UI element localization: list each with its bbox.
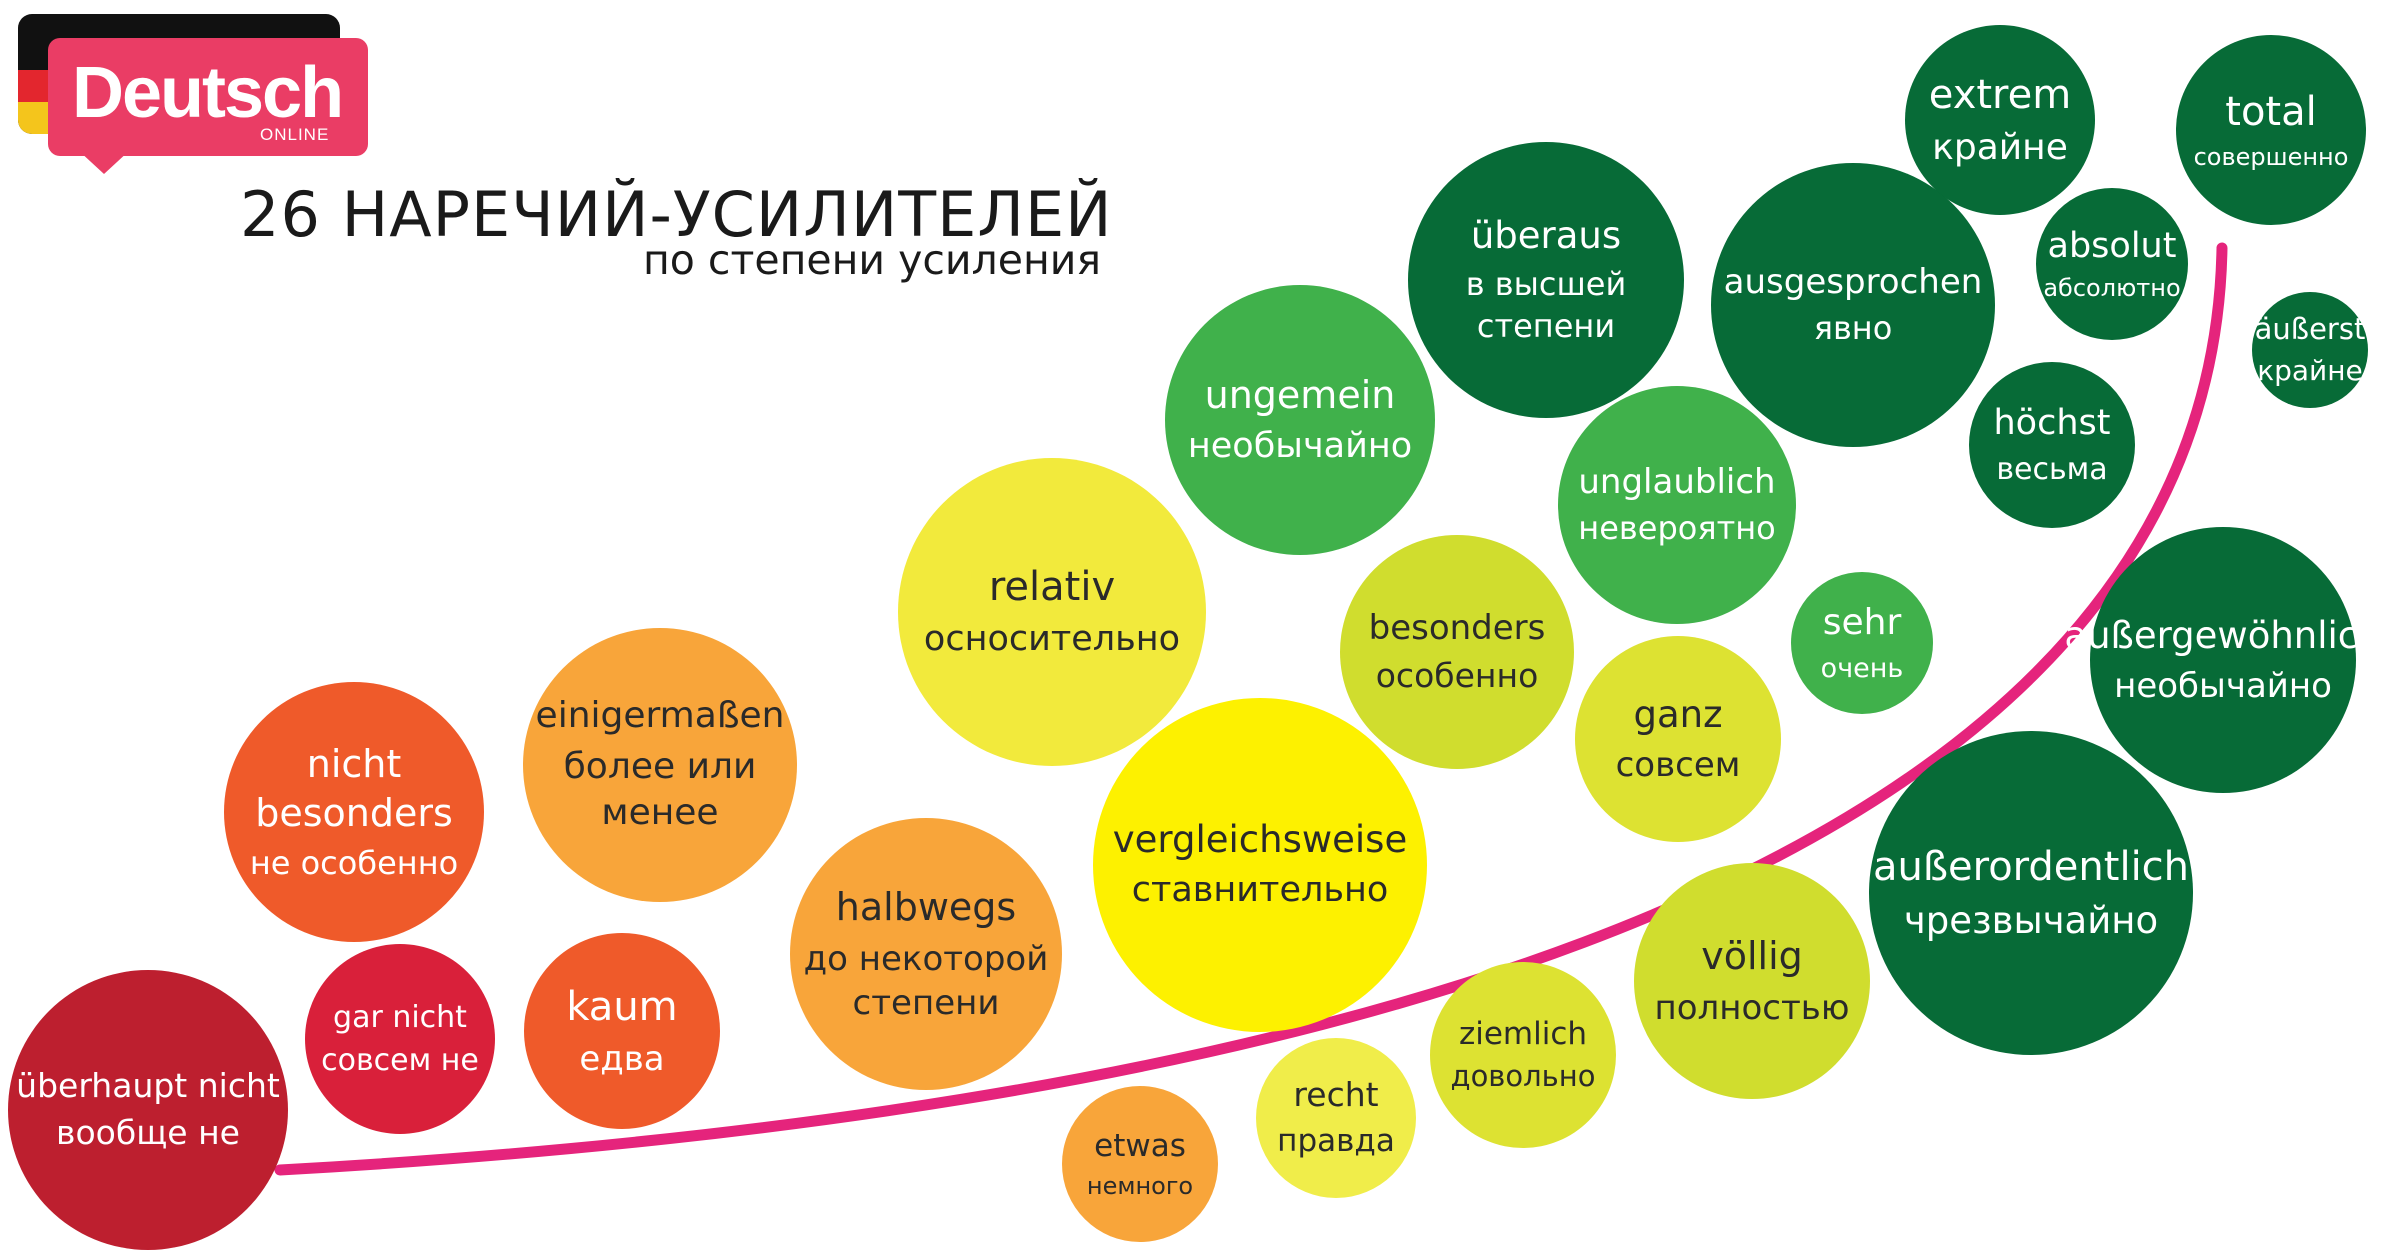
- german-word: ganz: [1633, 692, 1723, 736]
- logo-wordmark: Deutsch: [72, 53, 344, 133]
- german-word: völlig: [1701, 934, 1803, 979]
- adverb-bubble: äußerst крайне: [2252, 292, 2368, 408]
- german-word: höchst: [1993, 402, 2111, 443]
- adverb-bubble: ganz совсем: [1575, 636, 1781, 842]
- russian-translation: совсем не: [321, 1043, 479, 1078]
- adverb-bubble: außerordentlich чрезвычайно: [1869, 731, 2193, 1055]
- adverb-bubble: recht правда: [1256, 1038, 1416, 1198]
- russian-translation: едва: [579, 1038, 665, 1079]
- russian-translation: осносительно: [923, 619, 1181, 660]
- adverb-bubble: vergleichsweise ставнительно: [1093, 698, 1427, 1032]
- russian-translation: крайне: [1932, 126, 2068, 168]
- german-word: kaum: [566, 983, 678, 1030]
- german-word: ausgesprochen: [1723, 262, 1983, 303]
- russian-translation: немного: [1086, 1171, 1194, 1200]
- russian-translation: совершенно: [2193, 143, 2349, 172]
- adverb-bubble: höchst весьма: [1969, 362, 2135, 528]
- logo-tagline: ONLINE: [260, 125, 330, 144]
- page-subtitle: по степени усиления: [643, 236, 1102, 284]
- intensity-curve: [274, 242, 2228, 1176]
- german-word: recht: [1293, 1075, 1379, 1115]
- russian-translation: правда: [1277, 1123, 1395, 1160]
- russian-translation: совсем: [1615, 744, 1741, 785]
- russian-translation: ставнительно: [1131, 870, 1389, 911]
- german-word: sehr: [1822, 602, 1902, 644]
- russian-translation: очень: [1820, 652, 1904, 684]
- german-word: vergleichsweise: [1112, 818, 1408, 862]
- german-word: überaus: [1470, 214, 1622, 258]
- adverb-bubble: ungemein необычайно: [1165, 285, 1435, 555]
- german-word: ungemein: [1204, 372, 1396, 417]
- russian-translation: вообще не: [56, 1113, 240, 1152]
- russian-translation: явно: [1813, 309, 1893, 348]
- russian-translation: полностью: [1654, 987, 1850, 1028]
- adverb-bubble: besonders особенно: [1340, 535, 1574, 769]
- adverb-bubble: unglaublich невероятно: [1558, 386, 1796, 624]
- russian-translation: необычайно: [2114, 665, 2332, 706]
- adverb-bubble: sehr очень: [1791, 572, 1933, 714]
- german-word: ziemlich: [1458, 1016, 1588, 1052]
- german-word: außerordentlich: [1872, 843, 2190, 890]
- logo-speech-tail: [78, 150, 130, 174]
- page-title: 26 НАРЕЧИЙ-УСИЛИТЕЛЕЙ: [240, 178, 1113, 251]
- russian-translation: абсолютно: [2043, 274, 2181, 303]
- german-word: absolut: [2047, 225, 2177, 266]
- russian-translation: довольно: [1450, 1059, 1596, 1094]
- adverb-bubble: ziemlich довольно: [1430, 962, 1616, 1148]
- german-word: etwas: [1094, 1128, 1186, 1165]
- russian-translation: особенно: [1375, 655, 1539, 695]
- german-word: gar nicht: [333, 1000, 467, 1035]
- adverb-bubble: total совершенно: [2176, 35, 2366, 225]
- german-word: total: [2225, 89, 2317, 136]
- adverb-bubble: kaum едва: [524, 933, 720, 1129]
- german-word: relativ: [988, 564, 1116, 611]
- adverb-bubble: gar nicht совсем не: [305, 944, 495, 1134]
- russian-translation: чрезвычайно: [1903, 898, 2159, 942]
- adverb-bubble: etwas немного: [1062, 1086, 1218, 1242]
- adverb-bubble: völlig полностью: [1634, 863, 1870, 1099]
- adverb-bubble: absolut абсолютно: [2036, 188, 2188, 340]
- adverb-bubble: außergewöhnlich необычайно: [2064, 527, 2382, 793]
- german-word: einigermaßen: [535, 694, 785, 736]
- logo-badge: [48, 38, 368, 156]
- russian-translation: весьма: [1996, 452, 2108, 488]
- german-word: halbwegs: [835, 885, 1017, 930]
- german-word: äußerst: [2254, 311, 2366, 346]
- russian-translation: не особенно: [249, 843, 459, 882]
- adverb-bubble: ausgesprochen явно: [1711, 163, 1995, 447]
- adverb-bubble: überhaupt nicht вообще не: [8, 970, 288, 1250]
- german-word: überhaupt nicht: [16, 1066, 280, 1106]
- german-word: besonders: [1368, 608, 1546, 649]
- russian-translation: необычайно: [1187, 425, 1413, 466]
- russian-translation: невероятно: [1578, 509, 1776, 548]
- adverb-bubble: relativ осносительно: [898, 458, 1206, 766]
- german-word: extrem: [1928, 71, 2072, 118]
- russian-translation: крайне: [2257, 353, 2363, 387]
- german-word: unglaublich: [1578, 462, 1776, 503]
- adverb-bubble: extrem крайне: [1905, 25, 2095, 215]
- german-word: außergewöhnlich: [2064, 613, 2382, 657]
